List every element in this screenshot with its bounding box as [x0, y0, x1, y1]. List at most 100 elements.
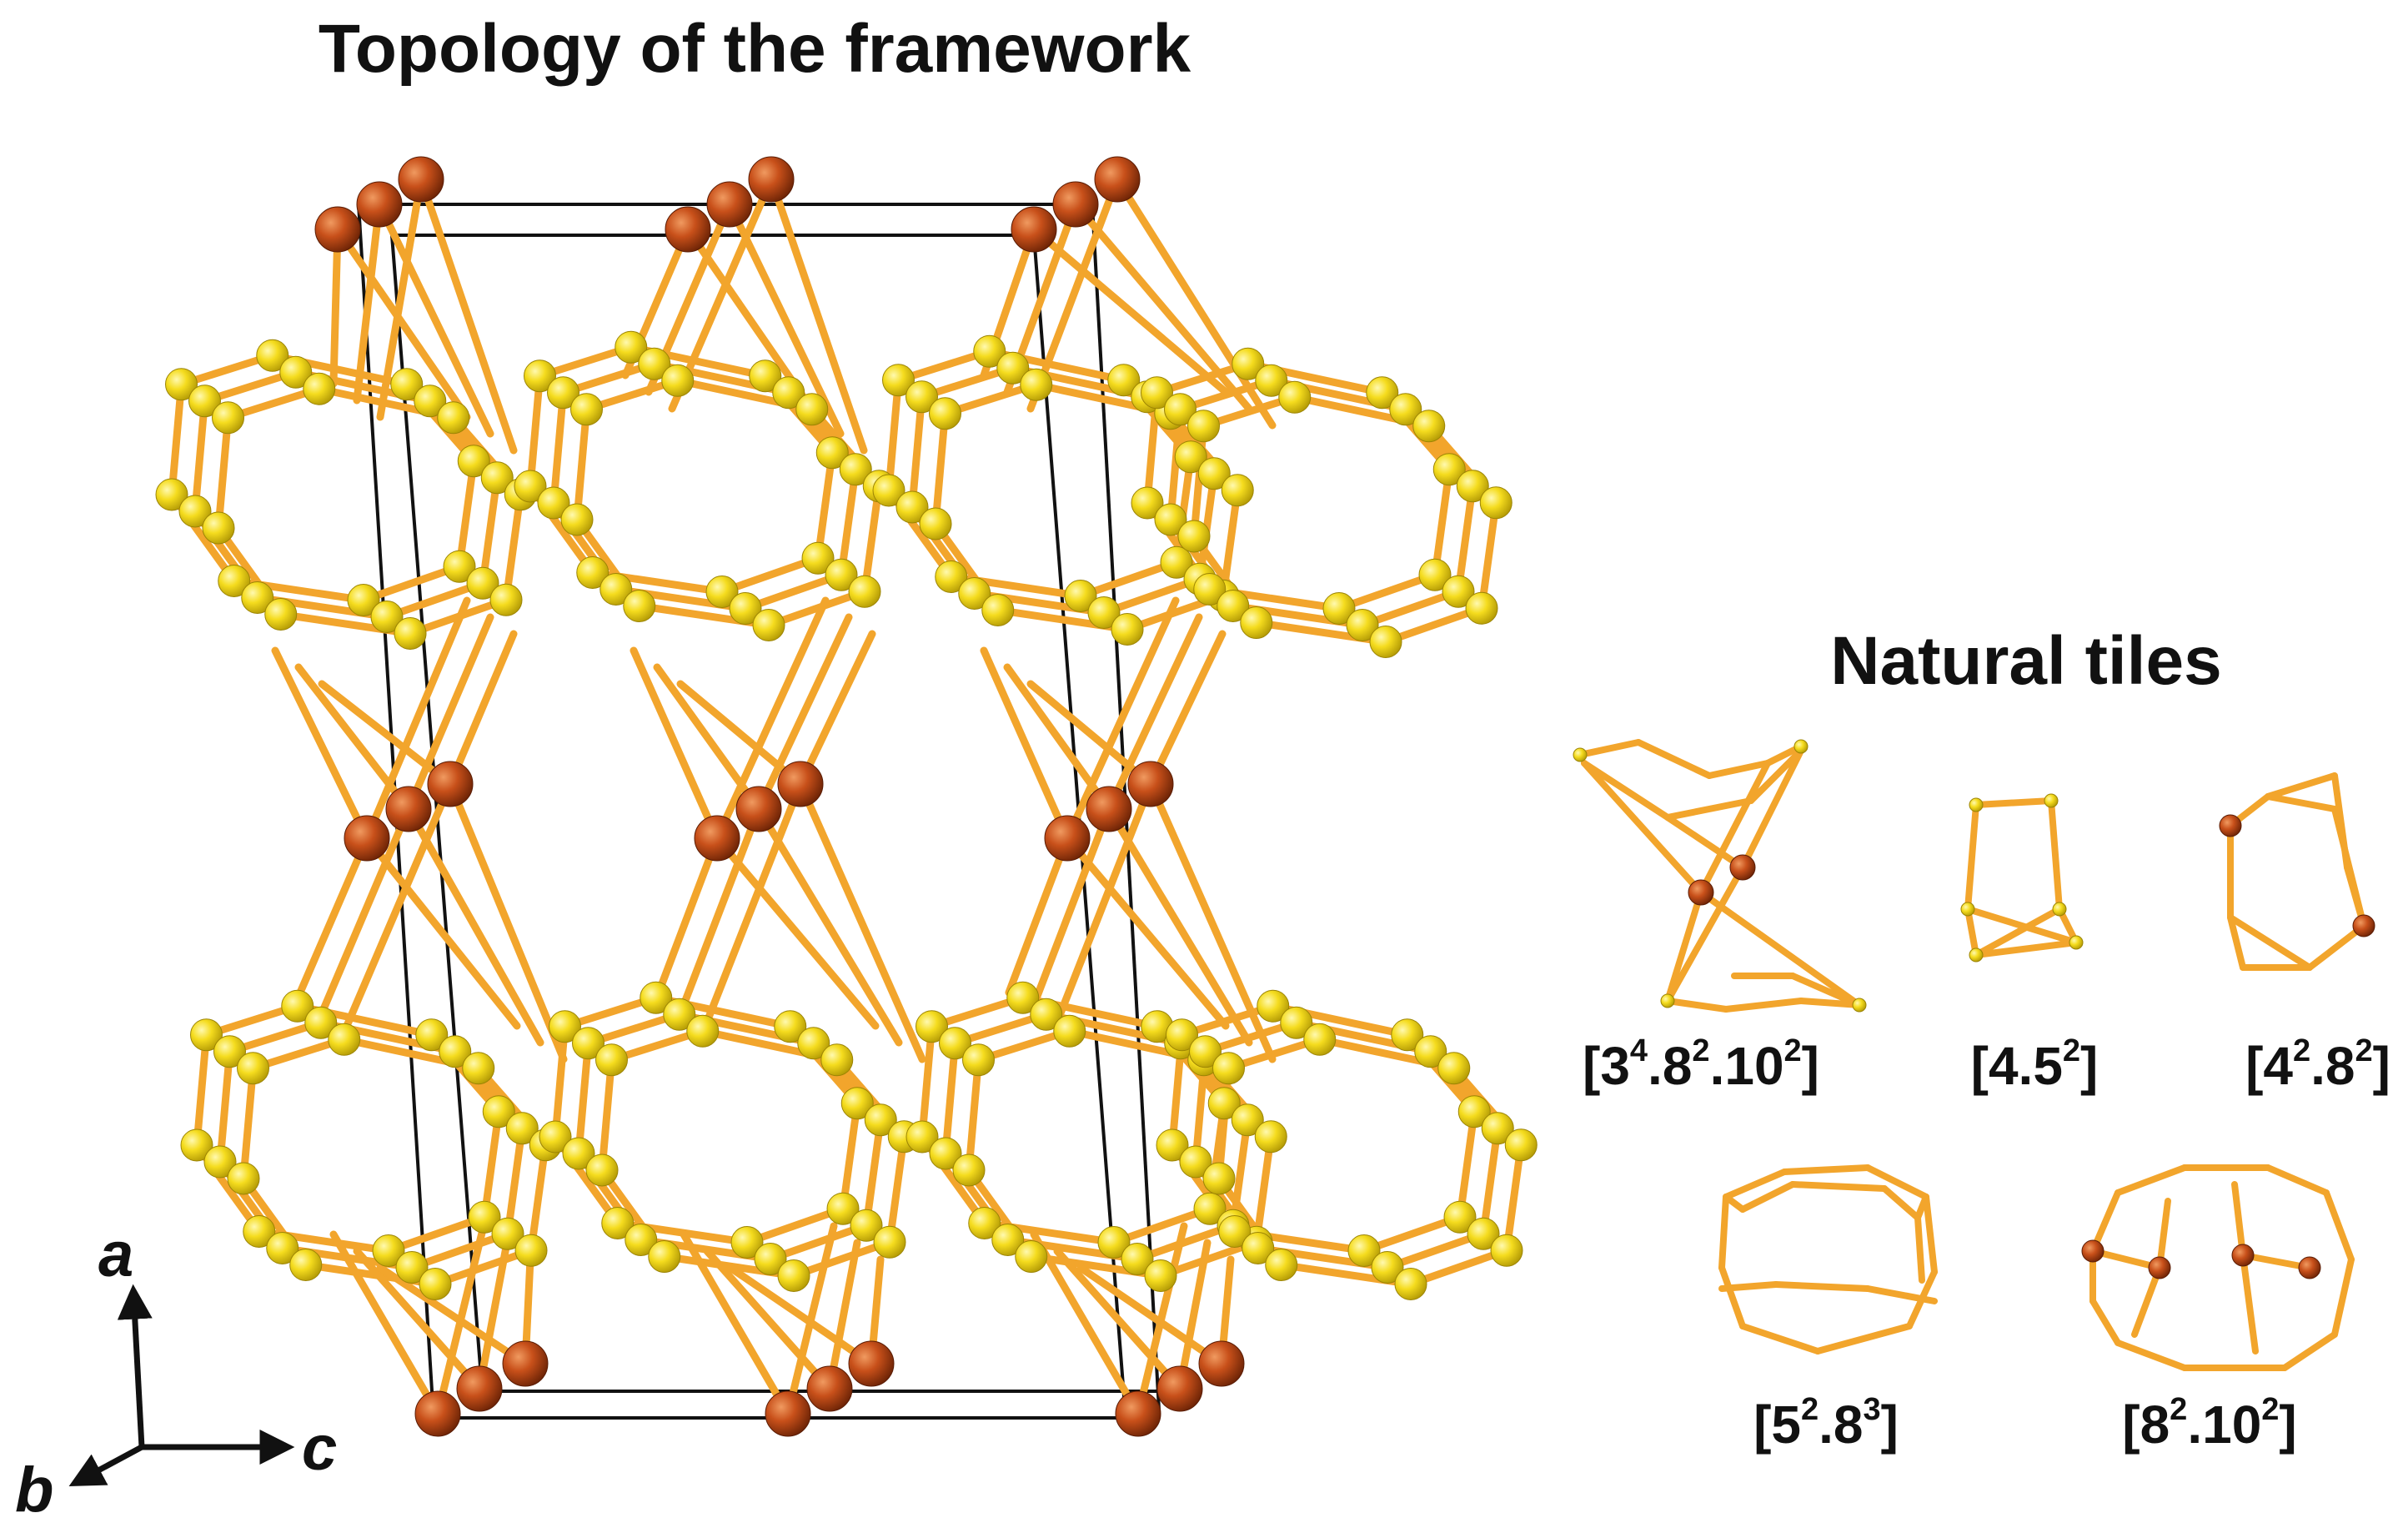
yellow-node — [973, 334, 1006, 368]
yellow-node — [1164, 393, 1196, 426]
bond — [191, 397, 208, 515]
tile-labels: [34.82.102][4.52][42.82][52.83][82.102] — [1583, 1033, 2390, 1455]
bond — [2265, 793, 2338, 812]
yellow-node — [1121, 1243, 1154, 1275]
yellow-node — [686, 1014, 720, 1048]
yellow-node — [549, 1010, 581, 1043]
tile-label-t4: [52.83] — [1753, 1392, 1899, 1455]
yellow-node — [304, 1006, 338, 1039]
yellow-node — [1255, 364, 1288, 397]
orange-node — [1688, 879, 1714, 906]
bond — [678, 805, 763, 1013]
yellow-node — [826, 1192, 860, 1225]
yellow-node — [795, 393, 829, 426]
bond — [404, 805, 544, 1047]
yellow-node — [560, 503, 594, 536]
yellow-node — [1097, 1226, 1131, 1259]
natural-tiles-panel — [1573, 739, 2375, 1371]
orange-node — [414, 1390, 461, 1437]
bond — [2265, 772, 2338, 800]
bond — [726, 1264, 875, 1368]
bond — [676, 680, 805, 788]
orange-node — [1044, 815, 1091, 862]
bond — [2089, 1298, 2121, 1346]
yellow-node — [1232, 347, 1265, 380]
yellow-node — [347, 584, 380, 616]
bond — [1718, 1264, 1746, 1329]
yellow-node — [839, 453, 872, 486]
yellow-node — [1156, 1128, 1189, 1162]
bond — [1051, 780, 1155, 1030]
bond — [630, 646, 721, 842]
orange-node — [385, 786, 432, 832]
bond — [1146, 780, 1277, 1063]
orange-node — [777, 761, 824, 807]
bond — [2089, 1248, 2163, 1271]
yellow-node — [772, 376, 805, 410]
orange-node — [1156, 1365, 1203, 1412]
yellow-node — [661, 364, 695, 397]
bond — [718, 554, 822, 596]
bond — [2240, 1252, 2259, 1355]
yellow-node — [1465, 591, 1498, 625]
framework-structure — [155, 156, 1538, 1437]
yellow-node — [1573, 747, 1588, 762]
bond — [1063, 596, 1180, 842]
yellow-node — [414, 384, 447, 418]
yellow-node — [1457, 1095, 1491, 1128]
yellow-node — [1265, 1249, 1298, 1281]
yellow-node — [237, 1052, 269, 1085]
yellow-node — [1193, 1192, 1227, 1225]
yellow-node — [1030, 998, 1063, 1031]
orange-node — [848, 1340, 895, 1387]
bond — [526, 372, 544, 490]
bond — [2131, 1264, 2163, 1338]
bond — [376, 1264, 529, 1368]
yellow-node — [212, 401, 244, 435]
yellow-node — [1443, 1200, 1477, 1234]
yellow-node — [218, 565, 251, 597]
yellow-node — [1369, 626, 1402, 658]
bond — [980, 646, 1071, 842]
yellow-node — [1177, 520, 1211, 553]
yellow-node — [1303, 1023, 1337, 1056]
yellow-node — [1221, 474, 1254, 507]
yellow-node — [539, 1120, 572, 1154]
bond — [1723, 1169, 1788, 1200]
yellow-node — [1006, 981, 1040, 1014]
bond — [375, 200, 494, 438]
bond — [168, 380, 185, 499]
bond — [885, 1133, 908, 1246]
yellow-node — [705, 575, 739, 608]
bond — [1577, 739, 1642, 758]
axis-triad: a c b — [15, 1219, 337, 1525]
bond — [417, 175, 518, 455]
yellow-node — [1504, 1128, 1538, 1162]
yellow-node — [939, 1027, 971, 1060]
bond — [1252, 1133, 1275, 1246]
bond — [941, 1039, 959, 1158]
orange-node — [2081, 1239, 2104, 1263]
bond — [1881, 1185, 1921, 1221]
bond — [680, 1230, 792, 1418]
yellow-node — [1064, 580, 1097, 612]
yellow-node — [1174, 440, 1207, 474]
yellow-node — [1240, 606, 1273, 639]
yellow-node — [599, 573, 633, 606]
orange-node — [2231, 1244, 2255, 1267]
bond — [1789, 1181, 1888, 1192]
yellow-node — [1969, 947, 1984, 963]
bond — [2331, 1256, 2355, 1338]
bond — [343, 780, 454, 1030]
framework-title: Topology of the framework — [319, 11, 1191, 87]
yellow-node — [1020, 368, 1053, 401]
bond — [2115, 1164, 2188, 1196]
bond — [334, 225, 471, 421]
bond — [504, 1124, 526, 1238]
yellow-node — [1218, 1215, 1252, 1248]
orange-node — [1011, 206, 1057, 253]
yellow-node — [524, 359, 556, 393]
bond — [825, 1239, 861, 1393]
yellow-node — [439, 1035, 472, 1068]
